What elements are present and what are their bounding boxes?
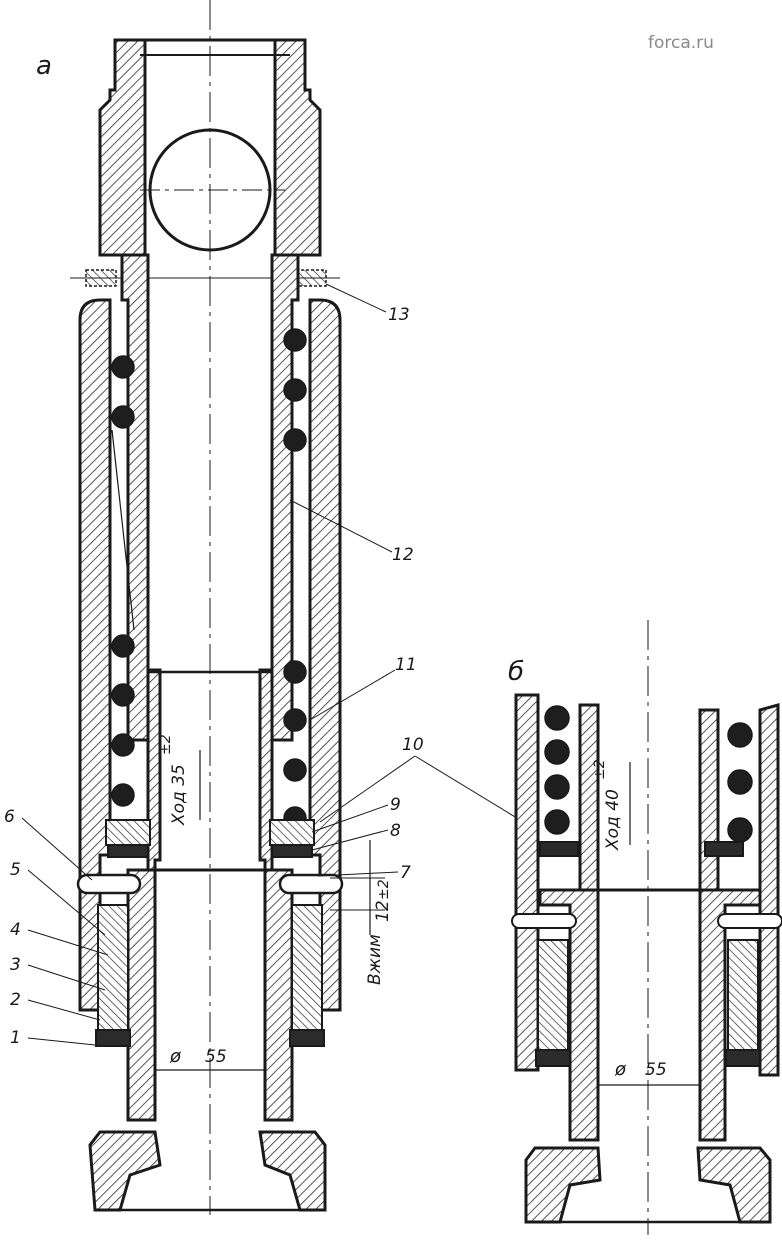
- b-nut-right: [725, 1049, 761, 1067]
- b-tube-left: [578, 703, 600, 892]
- watermark: forca.ru: [648, 33, 714, 53]
- outer-housing-right: [308, 298, 342, 1012]
- callout-7: 7: [400, 863, 411, 883]
- dia-value-b: 55: [645, 1060, 667, 1080]
- callout-5: 5: [10, 860, 21, 880]
- spring-12-left: [111, 355, 135, 807]
- b-base-left: [524, 1146, 602, 1224]
- seat-left: [105, 819, 151, 846]
- upper-head-right: [273, 38, 322, 257]
- b-tube-right: [698, 708, 720, 892]
- disk-stack-right: [291, 904, 323, 1031]
- view-a-letter: а: [36, 51, 52, 81]
- b-washer-right: [704, 841, 744, 857]
- callout-2: 2: [10, 990, 21, 1010]
- callout-3: 3: [10, 955, 21, 975]
- b-wall-right: [758, 703, 780, 1077]
- b-pin-left: [511, 913, 577, 929]
- upper-head-left: [98, 38, 147, 257]
- b-disk-right: [727, 939, 759, 1051]
- stroke-label-b: Ход 40: [603, 789, 623, 851]
- callout-9: 9: [390, 795, 401, 815]
- b-washer-left: [539, 841, 579, 857]
- b-wall-left: [514, 693, 540, 1072]
- stroke-label-a: Ход 35: [169, 764, 189, 826]
- stroke-tol-b: ±2: [592, 759, 608, 780]
- base-a-right: [258, 1130, 327, 1212]
- view-b-letter: б: [508, 657, 524, 687]
- callout-1: 1: [10, 1028, 21, 1048]
- callout-4: 4: [10, 920, 21, 940]
- view-b: б: [508, 620, 782, 1235]
- callout-10: 10: [402, 735, 424, 755]
- callout-8: 8: [390, 821, 401, 841]
- b-spring-left: [544, 705, 570, 835]
- nut-left: [95, 1029, 131, 1047]
- washer-left: [107, 844, 149, 858]
- dia-symbol-b: ø: [614, 1059, 627, 1080]
- pin-right: [278, 873, 344, 895]
- callout-13: 13: [388, 305, 410, 325]
- callout-12: 12: [392, 545, 414, 565]
- dia-symbol-a: ø: [169, 1046, 182, 1067]
- disk-stack-left: [97, 904, 129, 1031]
- base-a: [88, 1130, 162, 1212]
- stroke-tol-a: ±2: [158, 734, 174, 755]
- b-pin-right: [717, 913, 782, 929]
- clamp-label-a: Вжим: [365, 934, 385, 985]
- nut-right: [289, 1029, 325, 1047]
- inner-tube-left: [120, 253, 150, 742]
- seat-right: [269, 819, 315, 846]
- b-nut-left: [535, 1049, 571, 1067]
- pin-left: [76, 873, 142, 895]
- gap-value-a: 12: [373, 900, 393, 922]
- dia-value-a: 55: [205, 1047, 227, 1067]
- b-base-right: [696, 1146, 772, 1224]
- washer-right: [271, 844, 313, 858]
- callout-11: 11: [395, 655, 417, 675]
- callout-6: 6: [4, 807, 15, 827]
- view-a: а: [4, 0, 531, 1215]
- callouts-a: 1 2 3 4 5 6 7 8 9 10 11 12 13: [4, 283, 531, 1048]
- plunger-right: [258, 668, 294, 1122]
- b-disk-left: [537, 939, 569, 1051]
- gap-tol-a: ±2: [376, 879, 392, 900]
- outer-housing-left: [78, 298, 112, 1012]
- b-spring-right: [727, 722, 753, 843]
